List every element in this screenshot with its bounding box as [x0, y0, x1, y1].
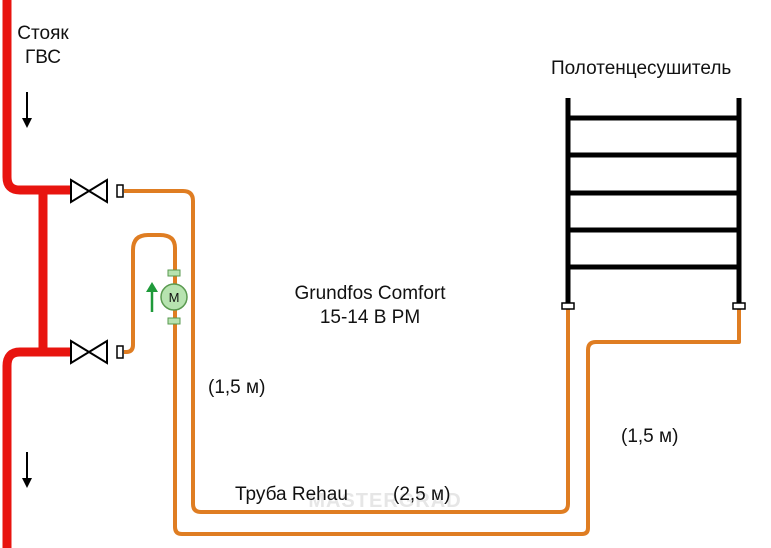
fitting-icon — [116, 345, 124, 359]
fitting-icon — [116, 184, 124, 198]
riser-flow-arrows — [22, 92, 32, 488]
rehau-pipe-loop — [124, 189, 741, 536]
circulation-pump: M — [146, 269, 188, 325]
lower-ball-valve — [70, 339, 124, 365]
pump-model-line1: Grundfos Comfort — [294, 283, 446, 304]
pipe-material-label: Труба Rehau — [235, 484, 348, 505]
fitting-icon — [561, 302, 575, 310]
pump-model-line2: 15-14 B PM — [319, 307, 421, 328]
upper-ball-valve — [70, 178, 124, 204]
flow-arrow-icon — [146, 282, 158, 312]
pump-union-top-icon — [167, 269, 181, 277]
valve-icon — [70, 178, 108, 204]
bottom-length-label: (2,5 м) — [393, 484, 451, 505]
pump-union-bottom-icon — [167, 317, 181, 325]
riser-upper-pipe — [2, 0, 70, 195]
pump-symbol: M — [169, 290, 180, 305]
pump-icon — [160, 283, 188, 311]
dhw-riser — [2, 0, 70, 548]
down-arrow-icon — [22, 92, 32, 128]
riser-lower-pipe — [2, 347, 70, 548]
down-arrow-icon — [22, 452, 32, 488]
towel-rail-label: Полотенцесушитель — [551, 58, 732, 79]
towel-rail — [561, 98, 746, 310]
riser-label-line2: ГВС — [24, 47, 62, 68]
watermark: MASTERGRAD — [308, 490, 462, 512]
supply-length-label: (1,5 м) — [208, 377, 266, 398]
valve-icon — [70, 339, 108, 365]
return-length-label: (1,5 м) — [621, 426, 679, 447]
riser-label-line1: Стояк — [17, 23, 69, 44]
return-pipe — [124, 233, 741, 536]
fitting-icon — [732, 302, 746, 310]
riser-label: Стояк ГВС — [8, 22, 78, 70]
pump-model-label: Grundfos Comfort 15-14 B PM — [270, 282, 470, 330]
supply-pipe — [124, 189, 570, 514]
